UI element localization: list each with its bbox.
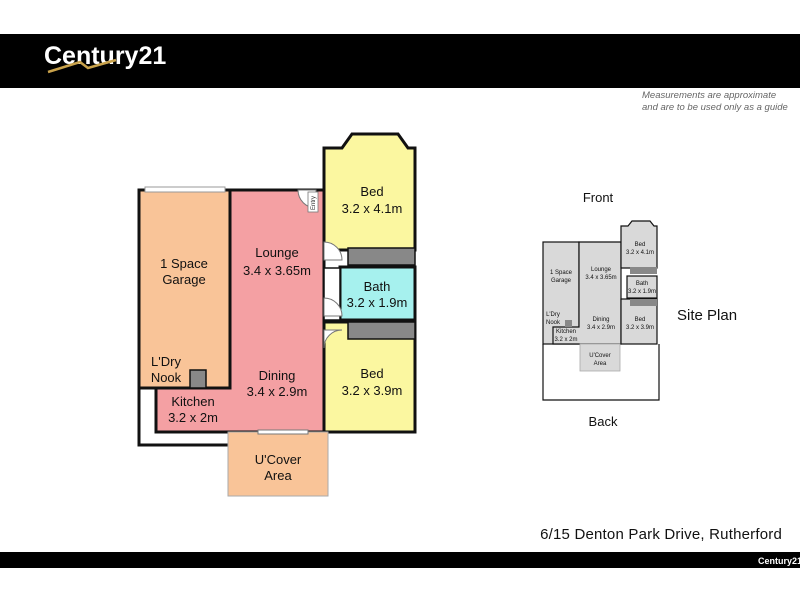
- site-lot-outline: [542, 344, 660, 401]
- robe-bed-2: [347, 321, 416, 340]
- site-bed-2: [620, 298, 658, 345]
- site-ucover-label-2: Area: [594, 361, 607, 367]
- room-bath: [338, 265, 417, 322]
- kitchen-label: Kitchen: [171, 394, 214, 409]
- kitchen-dims: 3.2 x 2m: [168, 410, 218, 425]
- roofline-icon: [47, 58, 117, 74]
- bed-1-dims: 3.2 x 4.1m: [342, 201, 403, 216]
- site-bed-1-label: Bed: [635, 242, 646, 248]
- site-laundry-label-2: Nook: [546, 320, 561, 326]
- site-ucover-label-1: U'Cover: [589, 353, 610, 359]
- bath-label: Bath: [364, 279, 391, 294]
- century21-logo-text: Century21: [44, 42, 166, 70]
- entry-tag: [307, 191, 319, 213]
- garage-door: [144, 186, 226, 193]
- site-plan-title: Site Plan: [677, 307, 737, 324]
- laundry-fixture: [189, 369, 207, 389]
- century21-footer-logo: Century21: [758, 556, 800, 566]
- sliding-door: [257, 429, 309, 435]
- footer-bar: Century21: [0, 552, 800, 568]
- entry-label: Entry: [311, 196, 317, 210]
- site-ucover: [579, 343, 621, 372]
- lounge-label: Lounge: [255, 245, 298, 260]
- century21-logo: Century21: [44, 42, 166, 74]
- bed-2-dims: 3.2 x 3.9m: [342, 383, 403, 398]
- site-lounge-label: Lounge: [591, 267, 612, 273]
- site-laundry-label-1: L'Dry: [546, 312, 560, 318]
- door-bed-2-icon: [323, 329, 343, 349]
- door-bed-1-icon: [323, 241, 343, 261]
- robe-bed-1: [347, 247, 416, 266]
- site-kitchen-dims: 3.2 x 2m: [554, 337, 577, 343]
- header-bar: Century21: [0, 34, 800, 88]
- ucover-label-1: U'Cover: [255, 452, 302, 467]
- bed-2-label: Bed: [360, 366, 383, 381]
- site-bed-2-dims: 3.2 x 3.9m: [626, 325, 654, 331]
- site-robe-1: [630, 267, 657, 274]
- site-garage-label-2: Garage: [551, 278, 572, 284]
- site-garage-label-1: 1 Space: [550, 270, 573, 276]
- site-bed-1-dims: 3.2 x 4.1m: [626, 250, 654, 256]
- site-bed-2-label: Bed: [635, 317, 646, 323]
- door-bath-icon: [323, 297, 343, 317]
- site-bath-label: Bath: [636, 281, 648, 287]
- room-ucover: [227, 431, 329, 497]
- site-dining-label: Dining: [592, 317, 609, 323]
- site-bath: [626, 275, 658, 299]
- site-bath-dims: 3.2 x 1.9m: [628, 289, 656, 295]
- laundry-label-1: L'Dry: [151, 354, 181, 369]
- footer-logo-text: Century21: [758, 556, 800, 566]
- bed-1-label: Bed: [360, 184, 383, 199]
- disclaimer-line-1: Measurements are approximate: [642, 90, 777, 101]
- bath-dims: 3.2 x 1.9m: [347, 295, 408, 310]
- site-lounge-dims: 3.4 x 3.65m: [585, 275, 616, 281]
- garage-label-2: Garage: [162, 272, 205, 287]
- lounge-dims: 3.4 x 3.65m: [243, 263, 311, 278]
- ucover-label-2: Area: [264, 468, 292, 483]
- disclaimer-line-2: and are to be used only as a guide: [642, 102, 788, 113]
- disclaimer: Measurements are approximate and are to …: [642, 90, 792, 114]
- site-dining-dims: 3.4 x 2.9m: [587, 325, 615, 331]
- site-robe-2: [630, 299, 657, 306]
- site-kitchen-label: Kitchen: [556, 329, 576, 335]
- site-back-label: Back: [589, 414, 618, 429]
- dining-label: Dining: [259, 368, 296, 383]
- site-laundry-fixture: [565, 320, 572, 327]
- site-front-label: Front: [583, 190, 614, 205]
- dining-dims: 3.4 x 2.9m: [247, 384, 308, 399]
- laundry-label-2: Nook: [151, 370, 182, 385]
- property-address: 6/15 Denton Park Drive, Rutherford: [540, 526, 782, 543]
- garage-label-1: 1 Space: [160, 256, 208, 271]
